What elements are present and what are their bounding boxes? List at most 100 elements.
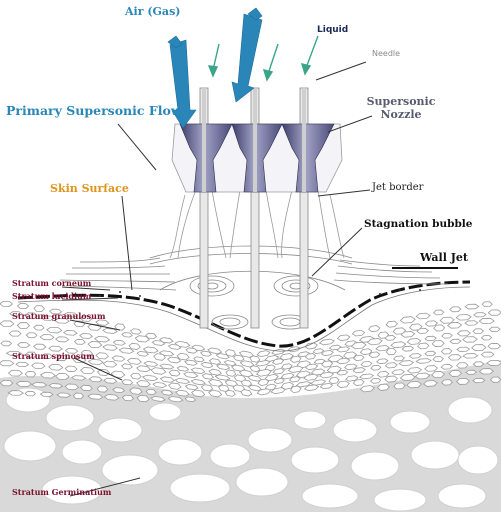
- epidermis-cell: [71, 375, 87, 381]
- epidermis-cell: [336, 369, 349, 376]
- epidermis-cell: [184, 384, 199, 391]
- epidermis-cell: [352, 354, 365, 362]
- epidermis-cell: [408, 353, 422, 359]
- epidermis-cell: [384, 375, 398, 383]
- epidermis-cell: [455, 314, 472, 321]
- epidermis-cell: [304, 342, 318, 350]
- epidermis-cell: [15, 380, 33, 387]
- epidermis-cell: [174, 377, 191, 385]
- epidermis-cell: [240, 379, 252, 387]
- epidermis-cell: [168, 369, 181, 377]
- epidermis-cell: [247, 384, 263, 392]
- epidermis-cell: [40, 315, 55, 321]
- epidermis-cell: [254, 360, 271, 367]
- epidermis-cell: [95, 352, 109, 360]
- epidermis-cell: [134, 335, 150, 343]
- epidermis-cell: [480, 335, 493, 341]
- epidermis-cell: [433, 309, 445, 316]
- epidermis-cell: [121, 363, 133, 370]
- epidermis-cell: [39, 391, 54, 397]
- skin-surface-label: Skin Surface: [50, 182, 129, 195]
- epidermis-cell: [176, 365, 190, 372]
- epidermis-cell: [63, 312, 79, 318]
- wall-jet-left: [59, 257, 177, 291]
- stratum-spinosum-label: Stratum spinosum: [12, 351, 95, 361]
- wall-jet-label: Wall Jet: [420, 251, 468, 264]
- epidermis-cell: [223, 360, 237, 367]
- epidermis-cell: [102, 344, 119, 351]
- epidermis-cell: [175, 389, 190, 397]
- epidermis-cell: [136, 380, 151, 388]
- epidermis-cell: [24, 312, 38, 320]
- epidermis-cell: [359, 348, 373, 356]
- epidermis-cell: [207, 347, 223, 355]
- epidermis-cell: [150, 367, 167, 375]
- epidermis-cell: [392, 355, 405, 362]
- epidermis-cell: [441, 379, 454, 386]
- epidermis-cell: [377, 331, 390, 339]
- epidermis-cell: [73, 338, 86, 345]
- wall-jet-right: [333, 259, 449, 285]
- epidermis-cell: [424, 365, 439, 372]
- epidermis-cell: [87, 340, 103, 349]
- epidermis-cell: [352, 367, 366, 374]
- epidermis-cell: [287, 365, 304, 373]
- epidermis-cell: [31, 362, 46, 369]
- liquid-label: Liquid: [317, 25, 349, 35]
- epidermis-cell: [351, 329, 366, 337]
- epidermis-cell: [456, 362, 469, 369]
- epidermis-cell: [464, 320, 479, 326]
- epidermis-cell: [406, 338, 422, 345]
- epidermis-cell: [200, 384, 214, 392]
- epidermis-cell: [54, 336, 70, 343]
- epidermis-cell: [359, 385, 375, 393]
- epidermis-cell: [64, 383, 80, 391]
- epidermis-cell: [25, 351, 38, 358]
- epidermis-cell: [233, 354, 245, 362]
- epidermis-cell: [145, 388, 157, 396]
- epidermis-cell: [490, 376, 501, 383]
- epidermis-cell: [336, 346, 351, 353]
- epidermis-cell: [46, 326, 63, 334]
- epidermis-cell: [160, 389, 174, 396]
- epidermis-cell: [54, 317, 71, 324]
- epidermis-cell: [289, 355, 302, 363]
- epidermis-cell: [424, 335, 437, 342]
- epidermis-cell: [406, 380, 423, 389]
- epidermis-cell: [287, 346, 301, 353]
- epidermis-cell: [473, 312, 487, 318]
- epidermis-cell: [87, 358, 104, 365]
- epidermis-cell: [72, 356, 87, 364]
- epidermis-cell: [41, 353, 53, 359]
- epidermis-cell: [16, 342, 31, 348]
- epidermis-cell: [359, 373, 375, 380]
- epidermis-cell: [39, 334, 55, 341]
- epidermis-cell: [336, 380, 350, 388]
- epidermis-cell: [136, 365, 152, 373]
- epidermis-cell: [486, 359, 501, 366]
- epidermis-cell: [281, 363, 293, 370]
- epidermis-cell: [462, 336, 478, 343]
- supersonic-nozzle-line2: Nozzle: [380, 107, 422, 121]
- epidermis-cell: [118, 347, 135, 354]
- epidermis-cell: [207, 379, 224, 387]
- leader-lines: [61, 61, 373, 497]
- epidermis-cell: [422, 380, 438, 387]
- epidermis-cell: [465, 369, 477, 375]
- epidermis-cell: [190, 367, 206, 374]
- epidermis-cell: [79, 367, 95, 375]
- epidermis-cell: [440, 364, 453, 370]
- epidermis-cell: [464, 303, 480, 310]
- epidermis-cell: [432, 356, 444, 363]
- epidermis-cell: [79, 384, 93, 392]
- epidermis-cell: [279, 353, 294, 361]
- epidermis-cell: [208, 389, 223, 398]
- epidermis-cell: [255, 368, 272, 377]
- epidermis-cell: [424, 320, 439, 327]
- epidermis-cell: [431, 340, 445, 347]
- epidermis-cell: [370, 364, 382, 371]
- needle-label: Needle: [372, 49, 401, 58]
- needle-shafts: [202, 88, 306, 192]
- epidermis-cell: [136, 351, 149, 357]
